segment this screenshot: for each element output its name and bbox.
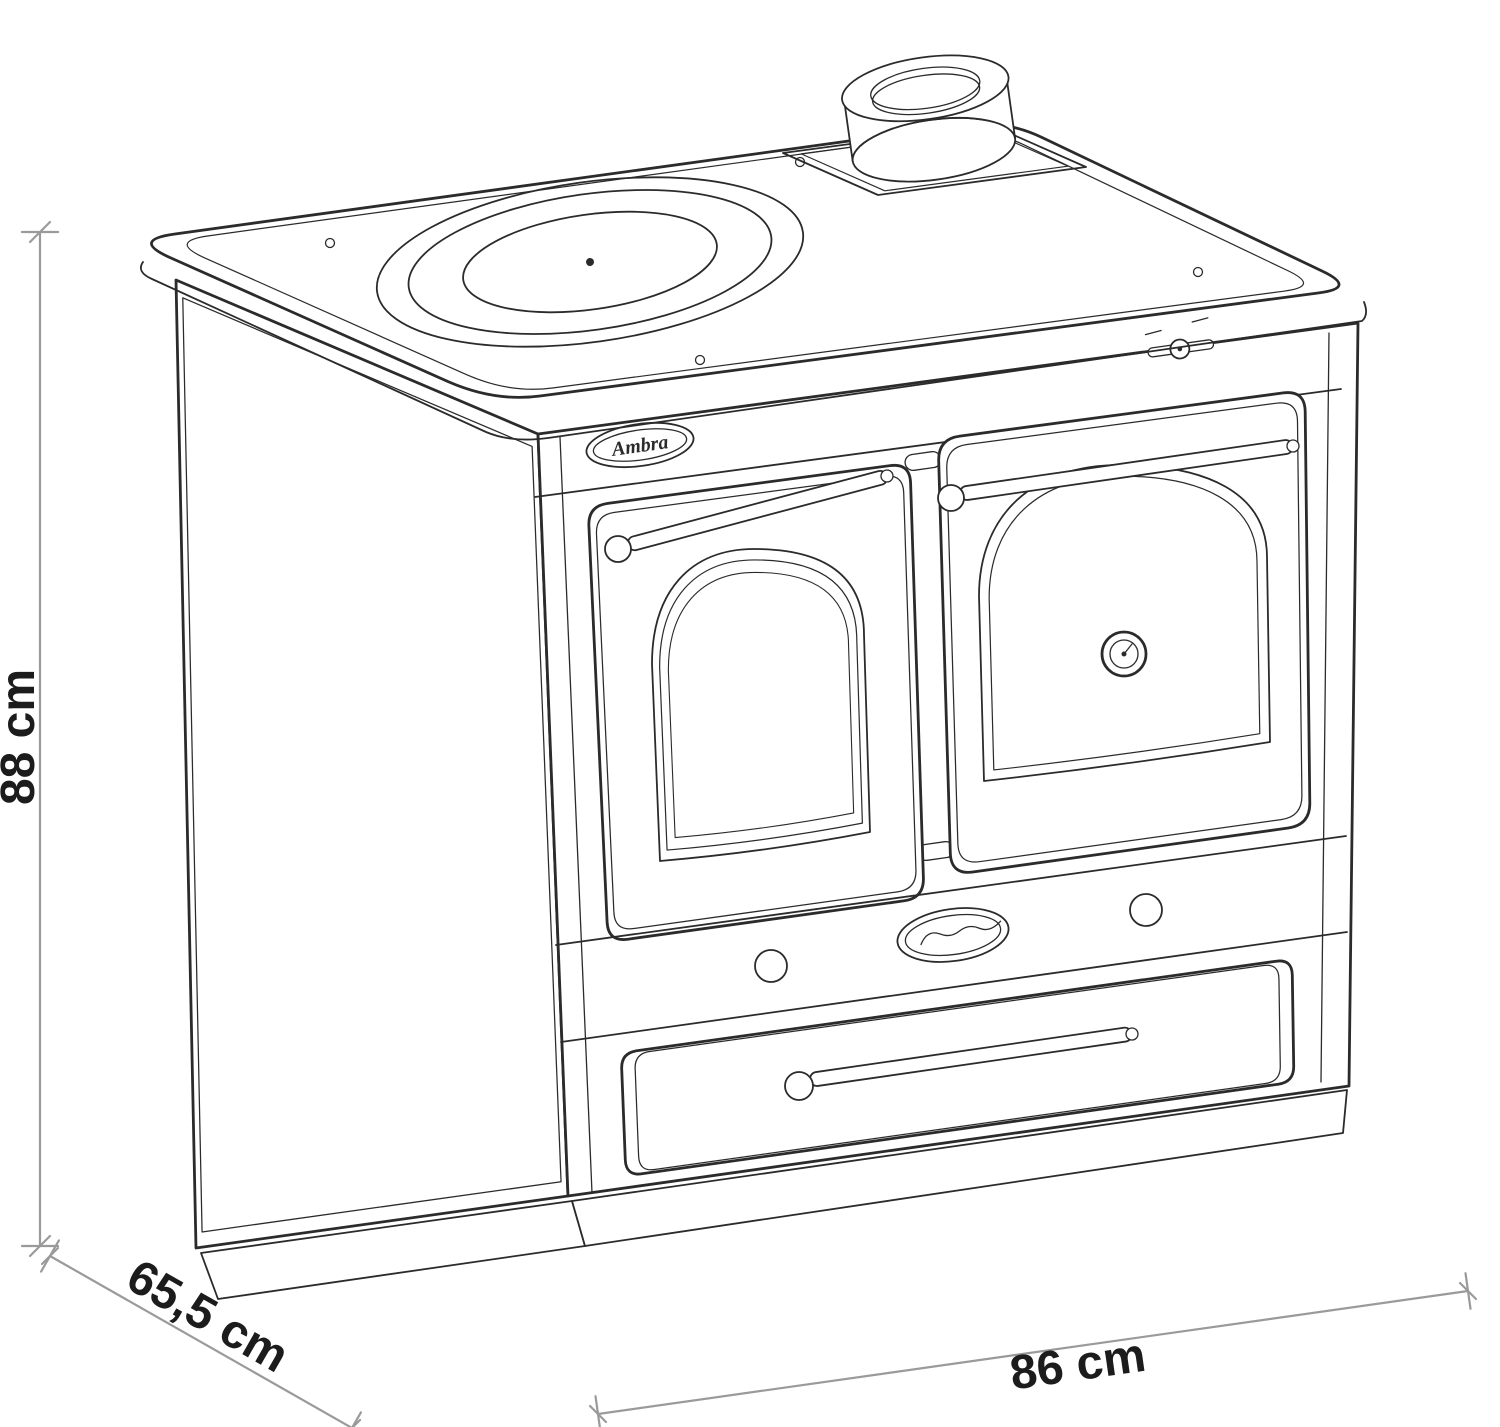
oven-handle-bracket xyxy=(1286,439,1300,453)
brand-plate-inner-oval xyxy=(904,913,1002,957)
drawer-handle-knob xyxy=(784,1071,814,1101)
middle-band-bottom-line xyxy=(560,931,1348,1043)
front-panel: Ambra xyxy=(534,317,1360,1198)
top-slab-surface xyxy=(150,122,1341,399)
dim-depth-tick-end xyxy=(351,1411,362,1427)
stove-body: Ambra xyxy=(140,54,1367,1300)
ambra-badge-inner-oval xyxy=(592,428,688,462)
dim-height-slash-top xyxy=(28,220,52,244)
drawer-inner-line xyxy=(634,964,1281,1171)
firebox-handle-bracket xyxy=(880,469,894,483)
plinth-front xyxy=(571,1089,1348,1247)
brand-plate-ornament xyxy=(920,920,1002,946)
firebox-handle xyxy=(604,469,894,563)
top-screw-3 xyxy=(1192,266,1204,278)
dim-height: 88 cm xyxy=(0,220,60,1258)
top-slab-side-edge xyxy=(140,261,1367,441)
dim-width-slash-end xyxy=(1458,1281,1478,1301)
firebox-door-inner-line xyxy=(595,475,917,930)
top-screw-1 xyxy=(324,237,336,249)
firebox-door xyxy=(587,463,925,941)
firebox-door-frame xyxy=(587,463,925,941)
top-screw-2 xyxy=(694,354,706,366)
front-left-corner-post xyxy=(559,436,593,1194)
oven-window-frame xyxy=(978,464,1271,782)
dim-height-slash-bottom xyxy=(28,1234,52,1258)
dim-height-label: 88 cm xyxy=(0,669,45,805)
dim-depth-line xyxy=(48,1254,353,1427)
ash-drawer xyxy=(620,959,1296,1176)
firebox-window-frame xyxy=(651,548,871,862)
firebox-window-glass-inner xyxy=(667,571,855,839)
oven-handle xyxy=(937,439,1300,512)
left-side-panel xyxy=(174,278,570,1250)
hotplate-ring-outer xyxy=(375,176,805,348)
air-knob-right xyxy=(1129,893,1163,927)
firebox-window-glass-line xyxy=(659,559,863,851)
front-right-edge-band xyxy=(1320,332,1330,1083)
hotplate-ring-middle xyxy=(407,189,773,335)
flue-lever-mark-left xyxy=(1144,329,1162,336)
dim-depth-slash-end xyxy=(351,1418,362,1427)
dim-width-slash-start xyxy=(588,1404,608,1424)
middle-band-top-line xyxy=(555,835,1347,946)
flue-collar-opening-depth xyxy=(871,73,981,116)
drawer-handle-bracket xyxy=(1125,1027,1139,1041)
flue-collar xyxy=(841,54,1017,183)
flue-lever-mark-right xyxy=(1191,317,1209,323)
ambra-badge-oval xyxy=(585,421,695,469)
oven-window-glass-line xyxy=(988,475,1261,771)
brand-plate xyxy=(896,907,1010,963)
oven-thermometer xyxy=(1100,630,1148,678)
drawer-handle xyxy=(784,1026,1139,1101)
oven-thermometer-dial xyxy=(1109,639,1139,669)
oven-door-inner-line xyxy=(946,402,1303,863)
top-slab xyxy=(140,54,1367,441)
oven-thermometer-pin xyxy=(1121,651,1127,657)
dim-width-label: 86 cm xyxy=(1007,1329,1149,1401)
oven-door xyxy=(937,391,1312,874)
control-band-middle xyxy=(555,835,1348,1043)
plinth xyxy=(200,1089,1348,1300)
hotplate-ring-inner xyxy=(462,210,718,314)
left-side-panel-inner-line xyxy=(182,297,562,1233)
flue-collar-opening xyxy=(870,66,981,111)
hotplate-center-pin xyxy=(586,258,594,266)
drawer-front xyxy=(620,959,1296,1176)
flue-collar-top-rim xyxy=(841,54,1010,123)
dim-width: 86 cm xyxy=(588,1272,1478,1427)
firebox-handle-knob xyxy=(604,535,632,563)
ambra-badge: Ambra xyxy=(585,421,695,469)
top-slab-rim-line xyxy=(186,131,1305,390)
hotplate xyxy=(375,176,805,348)
oven-handle-knob xyxy=(937,484,965,512)
air-knob-left xyxy=(754,949,788,983)
dim-width-line xyxy=(596,1289,1470,1416)
dim-depth-slash-start xyxy=(40,1246,60,1266)
left-side-panel-face xyxy=(174,278,570,1250)
